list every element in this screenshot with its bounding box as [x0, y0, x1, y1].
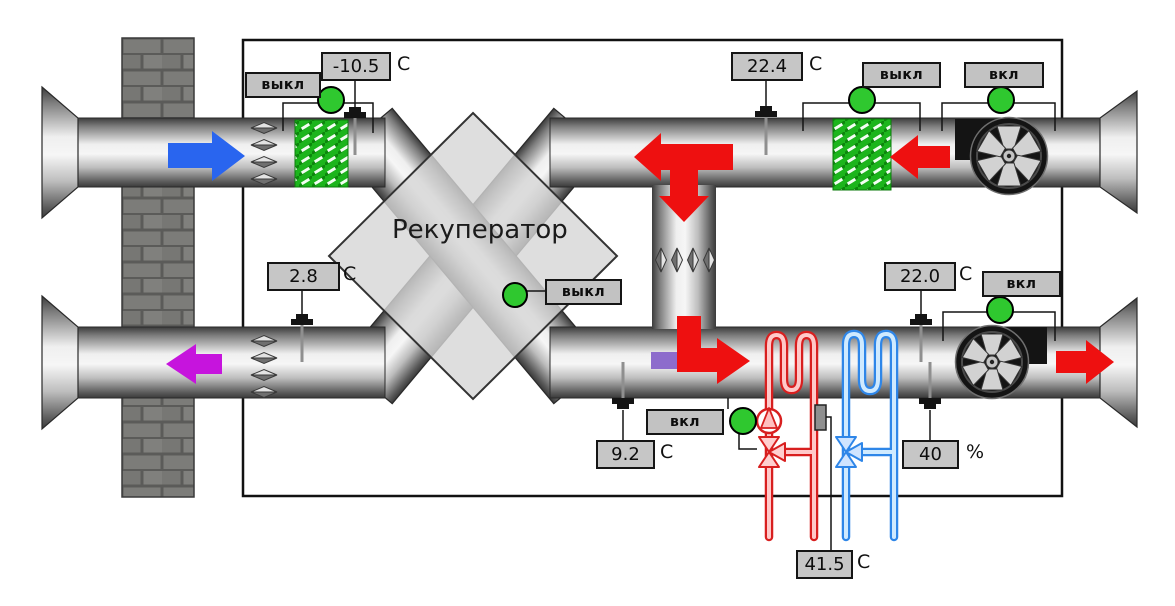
extract-filter-status[interactable]: выкл — [862, 62, 941, 88]
extract-temp-display: 22.4 — [731, 52, 803, 81]
ahu-enclosure — [241, 38, 1064, 498]
valve-position-display: 40 — [902, 440, 959, 469]
mixed-air-temp-unit: C — [660, 441, 674, 463]
water-temp-display: 41.5 — [796, 550, 853, 579]
recuperator-indicator[interactable] — [502, 282, 528, 308]
water-temp-sensor — [814, 404, 827, 431]
recuperator-body[interactable] — [327, 111, 619, 401]
supply-temp-display: 22.0 — [884, 262, 956, 291]
extract-fan[interactable] — [955, 116, 1049, 196]
recirc-purple-mark — [651, 352, 678, 369]
cooler-valve[interactable] — [835, 436, 863, 468]
outdoor-temp-unit: C — [397, 53, 411, 75]
exhaust-flow-arrow — [166, 344, 222, 384]
heater-pump-status[interactable]: вкл — [646, 409, 724, 435]
supply-fan[interactable] — [954, 324, 1048, 400]
valve-position-unit: % — [966, 441, 985, 463]
recuperator-status[interactable]: выкл — [545, 279, 622, 305]
extract-temp-sensor — [755, 76, 777, 155]
intake-flow-arrow — [168, 131, 245, 181]
extract-tee-flow-arrow — [634, 133, 733, 222]
exhaust-temp-unit: C — [343, 263, 357, 285]
outdoor-exhaust-funnel — [41, 294, 79, 431]
exhaust-temp-display: 2.8 — [267, 262, 340, 291]
supply-fan-status[interactable]: вкл — [982, 271, 1061, 297]
room-supply-funnel — [1099, 296, 1138, 429]
outdoor-temp-sensor — [344, 77, 366, 155]
supply-fan-indicator[interactable] — [986, 296, 1014, 324]
valve-position-sensor — [919, 362, 941, 441]
recuperator-label: Рекуператор — [392, 215, 568, 245]
outside-wall — [121, 37, 195, 498]
extract-filter-indicator[interactable] — [848, 86, 876, 114]
recirculation-elbow-arrow — [651, 316, 750, 384]
intake-damper-louvers[interactable] — [250, 121, 278, 186]
water-temp-unit: C — [857, 551, 871, 573]
outdoor-intake-funnel — [41, 85, 79, 220]
exhaust-damper-louvers[interactable] — [250, 334, 278, 399]
extract-flow-arrow — [890, 135, 950, 179]
outdoor-temp-display: -10.5 — [321, 52, 391, 81]
supply-temp-unit: C — [959, 263, 973, 285]
intake-filter — [294, 119, 349, 188]
heater-valve[interactable] — [758, 436, 786, 468]
heater-pump-indicator[interactable] — [729, 407, 757, 435]
heater-pump[interactable] — [755, 407, 783, 435]
cooler-coil-circuit — [841, 329, 899, 542]
extract-fan-status[interactable]: вкл — [964, 62, 1044, 88]
supply-flow-arrow — [1056, 340, 1114, 384]
water-temp-sensor-line — [826, 416, 832, 550]
extract-filter — [832, 118, 892, 191]
mixed-air-temp-display: 9.2 — [596, 440, 655, 469]
intake-damper-status[interactable]: выкл — [245, 72, 321, 98]
intake-damper-indicator[interactable] — [317, 86, 345, 114]
mixed-air-temp-sensor — [612, 362, 634, 441]
exhaust-duct — [74, 326, 386, 399]
extract-temp-unit: C — [809, 53, 823, 75]
room-extract-funnel — [1099, 89, 1138, 215]
bypass-damper-louvers[interactable] — [654, 247, 716, 273]
extract-fan-indicator[interactable] — [987, 86, 1015, 114]
